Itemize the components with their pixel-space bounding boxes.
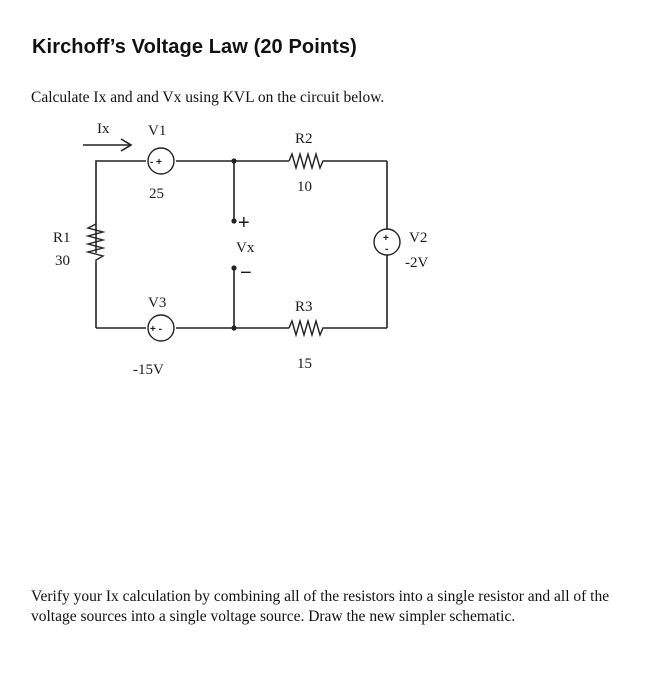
verify-instructions: Verify your Ix calculation by combining …: [31, 588, 610, 625]
r3-label: R3: [295, 299, 313, 315]
page-title: Kirchoff’s Voltage Law (20 Points): [32, 36, 357, 58]
ix-label: Ix: [97, 121, 110, 137]
v3-label: V3: [148, 295, 166, 311]
r3-value: 15: [297, 356, 312, 372]
v2-source: + -: [373, 228, 401, 328]
vx-minus: −: [240, 262, 252, 284]
ix-arrow: [83, 138, 133, 152]
v3-source: + -: [147, 314, 175, 342]
r2-label: R2: [295, 131, 313, 147]
r1-resistor: [85, 223, 106, 328]
v2-label: V2: [409, 230, 427, 246]
r2-value: 10: [297, 179, 312, 195]
v1-source: - +: [147, 147, 175, 175]
r1-value: 30: [55, 253, 70, 269]
v3-polarity: + -: [150, 324, 162, 335]
vx-terminals: [231, 161, 237, 328]
v2-value: -2V: [405, 255, 428, 271]
v2-polarity-minus: -: [385, 244, 388, 255]
v1-polarity: - +: [150, 157, 162, 168]
v2-polarity-plus: +: [383, 233, 389, 244]
r2-resistor: [288, 151, 327, 171]
instructions-text: Calculate Ix and and Vx using KVL on the…: [31, 89, 385, 106]
v3-value: -15V: [133, 362, 164, 378]
r3-resistor: [288, 318, 327, 338]
v1-value: 25: [149, 186, 164, 202]
v1-label: V1: [148, 123, 166, 139]
vx-label: Vx: [236, 240, 255, 256]
vx-plus: +: [238, 212, 250, 234]
r1-label: R1: [53, 230, 71, 246]
